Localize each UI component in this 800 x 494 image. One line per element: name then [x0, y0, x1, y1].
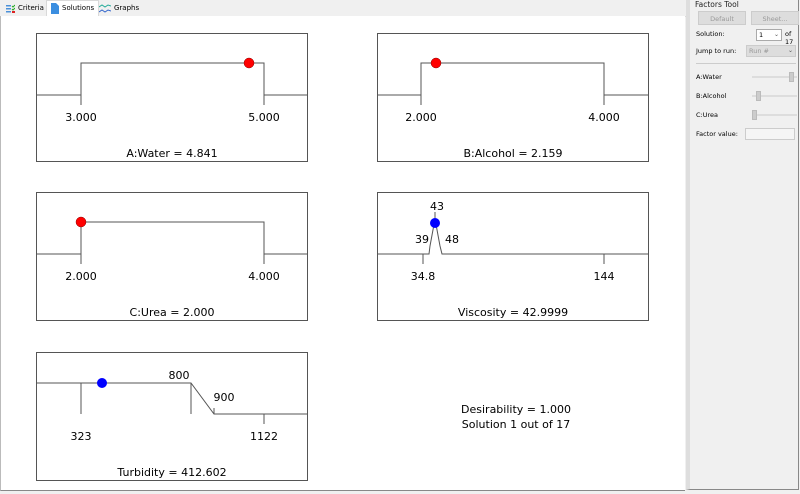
tab-bar: Criteria Solutions Graphs: [0, 0, 686, 17]
turbidity-upper-label: 900: [214, 391, 235, 404]
viscosity-value-dot: [430, 218, 440, 228]
factor-value-input[interactable]: [745, 128, 795, 140]
viscosity-lower-label: 39: [415, 233, 429, 246]
water-low-label: 3.000: [65, 111, 97, 124]
panel-title: Factors Tool: [695, 0, 739, 9]
turbidity-title: Turbidity = 412.602: [116, 466, 226, 479]
water-title: A:Water = 4.841: [126, 147, 217, 160]
desirability-text: Desirability = 1.000: [461, 403, 571, 416]
turbidity-ramp-frame: [36, 352, 308, 481]
document-icon: [51, 3, 59, 14]
turbidity-value-dot: [97, 378, 107, 388]
water-ramp-frame: [36, 33, 308, 162]
chevron-down-icon: ⌄: [773, 31, 779, 38]
solution-value: 1: [759, 31, 764, 39]
tab-graphs[interactable]: Graphs: [95, 1, 143, 16]
urea-ramp-frame: [36, 192, 308, 321]
solution-of-label: of 17: [785, 30, 794, 46]
solution-select[interactable]: 1⌄: [756, 29, 782, 41]
alcohol-high-label: 4.000: [588, 111, 620, 124]
turbidity-min-label: 323: [71, 430, 92, 443]
alcohol-ramp-line: [377, 62, 648, 96]
urea-title: C:Urea = 2.000: [130, 306, 215, 319]
solution-label: Solution:: [696, 30, 725, 38]
factors-tool-panel: Factors Tool Default Sheet... Solution: …: [686, 0, 799, 490]
factor-label-urea: C:Urea: [696, 111, 718, 119]
water-ramp-line: [36, 62, 307, 96]
tab-solutions[interactable]: Solutions: [46, 0, 100, 16]
slider-thumb[interactable]: [756, 91, 761, 101]
urea-high-label: 4.000: [248, 270, 280, 283]
viscosity-min-label: 34.8: [411, 270, 436, 283]
urea-ramp-line: [36, 221, 307, 255]
alcohol-slider[interactable]: [752, 91, 797, 101]
solution-count-text: Solution 1 out of 17: [462, 418, 570, 431]
water-slider[interactable]: [752, 72, 797, 82]
divider: [696, 63, 796, 64]
sheet-button[interactable]: Sheet...: [751, 11, 799, 25]
tab-label: Graphs: [114, 4, 140, 12]
tab-criteria[interactable]: Criteria: [2, 1, 48, 16]
default-button[interactable]: Default: [698, 11, 746, 25]
alcohol-low-label: 2.000: [405, 111, 437, 124]
criteria-icon: [6, 4, 15, 13]
viscosity-title: Viscosity = 42.9999: [458, 306, 568, 319]
urea-low-label: 2.000: [65, 270, 97, 283]
turbidity-target-label: 800: [169, 369, 190, 382]
slider-thumb[interactable]: [789, 72, 794, 82]
solutions-ramps-view: 3.000 5.000 A:Water = 4.841 2.000 4.000 …: [0, 16, 685, 491]
jump-to-run-label: Jump to run:: [696, 47, 737, 55]
urea-value-dot: [75, 216, 87, 228]
factor-label-alcohol: B:Alcohol: [696, 92, 727, 100]
water-high-label: 5.000: [248, 111, 280, 124]
turbidity-max-label: 1122: [250, 430, 278, 443]
viscosity-max-label: 144: [594, 270, 615, 283]
slider-thumb[interactable]: [752, 110, 757, 120]
jump-placeholder: Run #: [749, 47, 769, 55]
chevron-down-icon: ⌄: [787, 47, 793, 54]
alcohol-title: B:Alcohol = 2.159: [463, 147, 562, 160]
alcohol-value-dot: [430, 57, 442, 69]
factor-value-label: Factor value:: [696, 130, 738, 138]
tab-label: Solutions: [62, 4, 95, 12]
ramps-canvas: 3.000 5.000 A:Water = 4.841 2.000 4.000 …: [36, 33, 649, 481]
viscosity-upper-label: 48: [445, 233, 459, 246]
turbidity-ramp-line: [36, 382, 307, 415]
alcohol-ramp-frame: [377, 33, 649, 162]
viscosity-target-label: 43: [430, 200, 444, 213]
urea-slider[interactable]: [752, 110, 797, 120]
tab-label: Criteria: [18, 4, 44, 12]
graphs-icon: [99, 3, 111, 13]
viscosity-ramp-frame: [377, 192, 649, 321]
water-value-dot: [243, 57, 255, 69]
jump-to-run-select[interactable]: Run # ⌄: [746, 45, 796, 57]
factor-label-water: A:Water: [696, 73, 722, 81]
